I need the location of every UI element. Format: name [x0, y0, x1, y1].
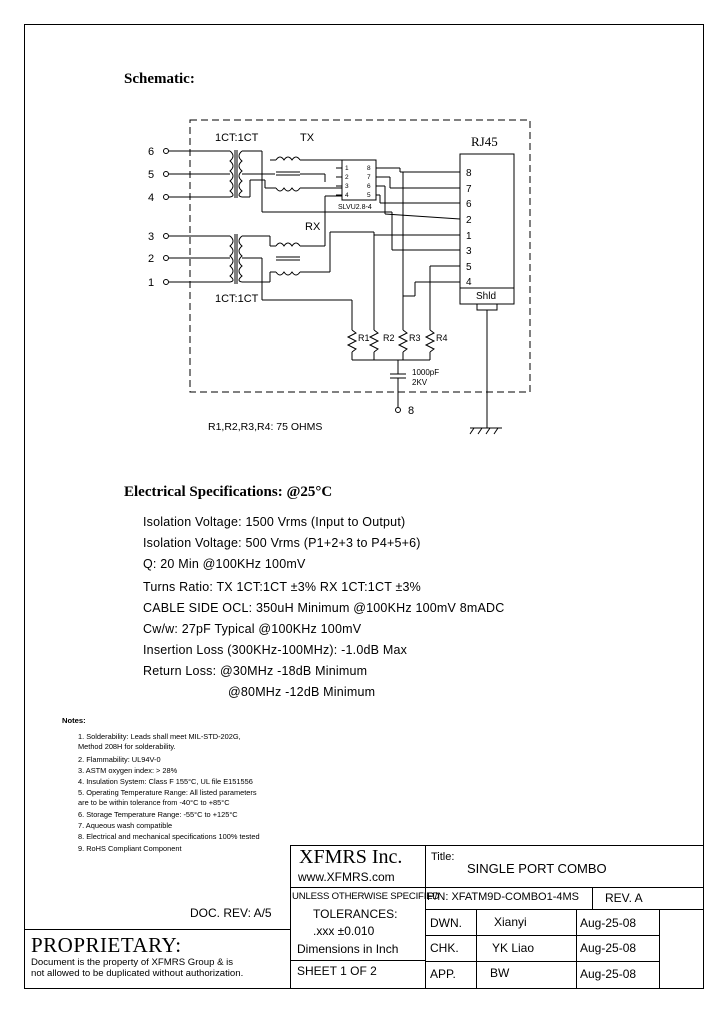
note-line: 9. RoHS Compliant Component [78, 844, 182, 853]
svg-text:5: 5 [367, 192, 371, 199]
pin-label: 3 [148, 231, 154, 243]
title-value: SINGLE PORT COMBO [467, 861, 607, 876]
chk-name: YK Liao [492, 941, 535, 955]
chk-date: Aug-25-08 [580, 941, 637, 955]
part-number: P/N: XFATM9D-COMBO1-4MS [427, 891, 579, 903]
svg-text:2: 2 [466, 215, 472, 226]
svg-text:4: 4 [466, 277, 472, 288]
rj45-wiring [250, 168, 461, 330]
tolerance-value: .xxx ±0.010 [313, 924, 375, 938]
revision: REV. A [605, 891, 643, 905]
spec-line: Isolation Voltage: 500 Vrms (P1+2+3 to P… [143, 536, 421, 550]
spec-line: CABLE SIDE OCL: 350uH Minimum @100KHz 10… [143, 601, 505, 615]
app-label: APP. [430, 967, 456, 981]
schematic-diagram: 6 5 4 3 2 1 1CT:1CT TX [148, 119, 531, 435]
proprietary-line2: not allowed to be duplicated without aut… [31, 968, 244, 979]
resistor-note: R1,R2,R3,R4: 75 OHMS [208, 421, 322, 433]
spec-line: Cw/w: 27pF Typical @100KHz 100mV [143, 622, 362, 636]
ic-label: SLVU2.8-4 [338, 204, 372, 211]
dwn-label: DWN. [430, 916, 462, 930]
note-line: are to be within tolerance from -40°C to… [78, 798, 230, 807]
svg-text:4: 4 [345, 192, 349, 199]
spec-line: Insertion Loss (300KHz-100MHz): -1.0dB M… [143, 643, 408, 657]
resistor-label: R2 [383, 333, 395, 343]
svg-text:1: 1 [466, 231, 472, 242]
svg-text:8: 8 [367, 165, 371, 172]
svg-text:3: 3 [466, 246, 472, 257]
shield-label: Shld [476, 291, 496, 302]
rx-ratio-label: 1CT:1CT [215, 293, 259, 305]
module-outline [189, 119, 531, 393]
pin-label: 2 [148, 253, 154, 265]
svg-text:3: 3 [345, 183, 349, 190]
sheet-number: SHEET 1 OF 2 [297, 964, 377, 978]
schematic-title: Schematic: [124, 71, 195, 87]
note-line: 6. Storage Temperature Range: -55°C to +… [78, 810, 238, 819]
ground-pin-label: 8 [408, 405, 414, 417]
resistor-label: R1 [358, 333, 370, 343]
rx-label: RX [305, 221, 321, 233]
svg-text:5: 5 [466, 262, 472, 273]
note-line: 1. Solderability: Leads shall meet MIL-S… [78, 732, 241, 741]
dwn-name: Xianyi [494, 915, 527, 929]
chk-label: CHK. [430, 941, 459, 955]
termination-resistors [346, 329, 436, 413]
notes-title: Notes: [62, 716, 86, 725]
pin-label: 4 [148, 192, 154, 204]
note-line: Method 208H for solderability. [78, 742, 176, 751]
note-line: 3. ASTM oxygen index: > 28% [78, 766, 178, 775]
note-line: 5. Operating Temperature Range: All list… [78, 788, 257, 797]
note-line: 2. Flammability: UL94V-0 [78, 755, 161, 764]
proprietary-title: PROPRIETARY: [31, 933, 182, 957]
svg-text:7: 7 [466, 184, 472, 195]
spec-line: @80MHz -12dB Minimum [228, 685, 376, 699]
tvs-array-ic [336, 159, 400, 201]
cap-value: 1000pF [412, 368, 439, 377]
spec-line: Turns Ratio: TX 1CT:1CT ±3% RX 1CT:1CT ±… [143, 580, 421, 594]
rj45-label: RJ45 [471, 134, 498, 149]
dimensions-units: Dimensions in Inch [297, 942, 399, 956]
tolerance-header: UNLESS OTHERWISE SPECIFIED [292, 891, 440, 902]
proprietary-divider [24, 929, 290, 930]
svg-text:7: 7 [367, 174, 371, 181]
tx-label: TX [300, 132, 315, 144]
tx-transformer [229, 150, 342, 212]
pin-label: 5 [148, 169, 154, 181]
rj45-connector [459, 153, 515, 435]
pin-label: 1 [148, 277, 154, 289]
svg-text:1: 1 [345, 165, 349, 172]
doc-rev: DOC. REV: A/5 [190, 906, 272, 920]
svg-text:8: 8 [466, 168, 472, 179]
input-terminals [163, 148, 230, 285]
company-name: XFMRS Inc. [299, 846, 403, 868]
tolerances-label: TOLERANCES: [313, 907, 398, 921]
company-website: www.XFMRS.com [298, 870, 395, 884]
note-line: 7. Aqueous wash compatible [78, 821, 173, 830]
svg-text:6: 6 [466, 199, 472, 210]
electrical-title: Electrical Specifications: @25°C [124, 484, 333, 500]
cap-voltage: 2KV [412, 378, 428, 387]
resistor-label: R4 [436, 333, 448, 343]
app-date: Aug-25-08 [580, 967, 637, 981]
tx-ratio-label: 1CT:1CT [215, 132, 259, 144]
pin-label: 6 [148, 146, 154, 158]
title-label: Title: [431, 851, 455, 863]
note-line: 4. Insulation System: Class F 155°C, UL … [78, 777, 253, 786]
rx-transformer [229, 195, 342, 284]
spec-line: Q: 20 Min @100KHz 100mV [143, 557, 306, 571]
resistor-label: R3 [409, 333, 421, 343]
spec-line: Isolation Voltage: 1500 Vrms (Input to O… [143, 515, 406, 529]
app-name: BW [490, 966, 510, 980]
dwn-date: Aug-25-08 [580, 916, 637, 930]
spec-line: Return Loss: @30MHz -18dB Minimum [143, 664, 368, 678]
app-date-cell [576, 961, 660, 989]
proprietary-line1: Document is the property of XFMRS Group … [31, 957, 234, 968]
svg-text:6: 6 [367, 183, 371, 190]
note-line: 8. Electrical and mechanical specificati… [78, 832, 260, 841]
svg-text:2: 2 [345, 174, 349, 181]
